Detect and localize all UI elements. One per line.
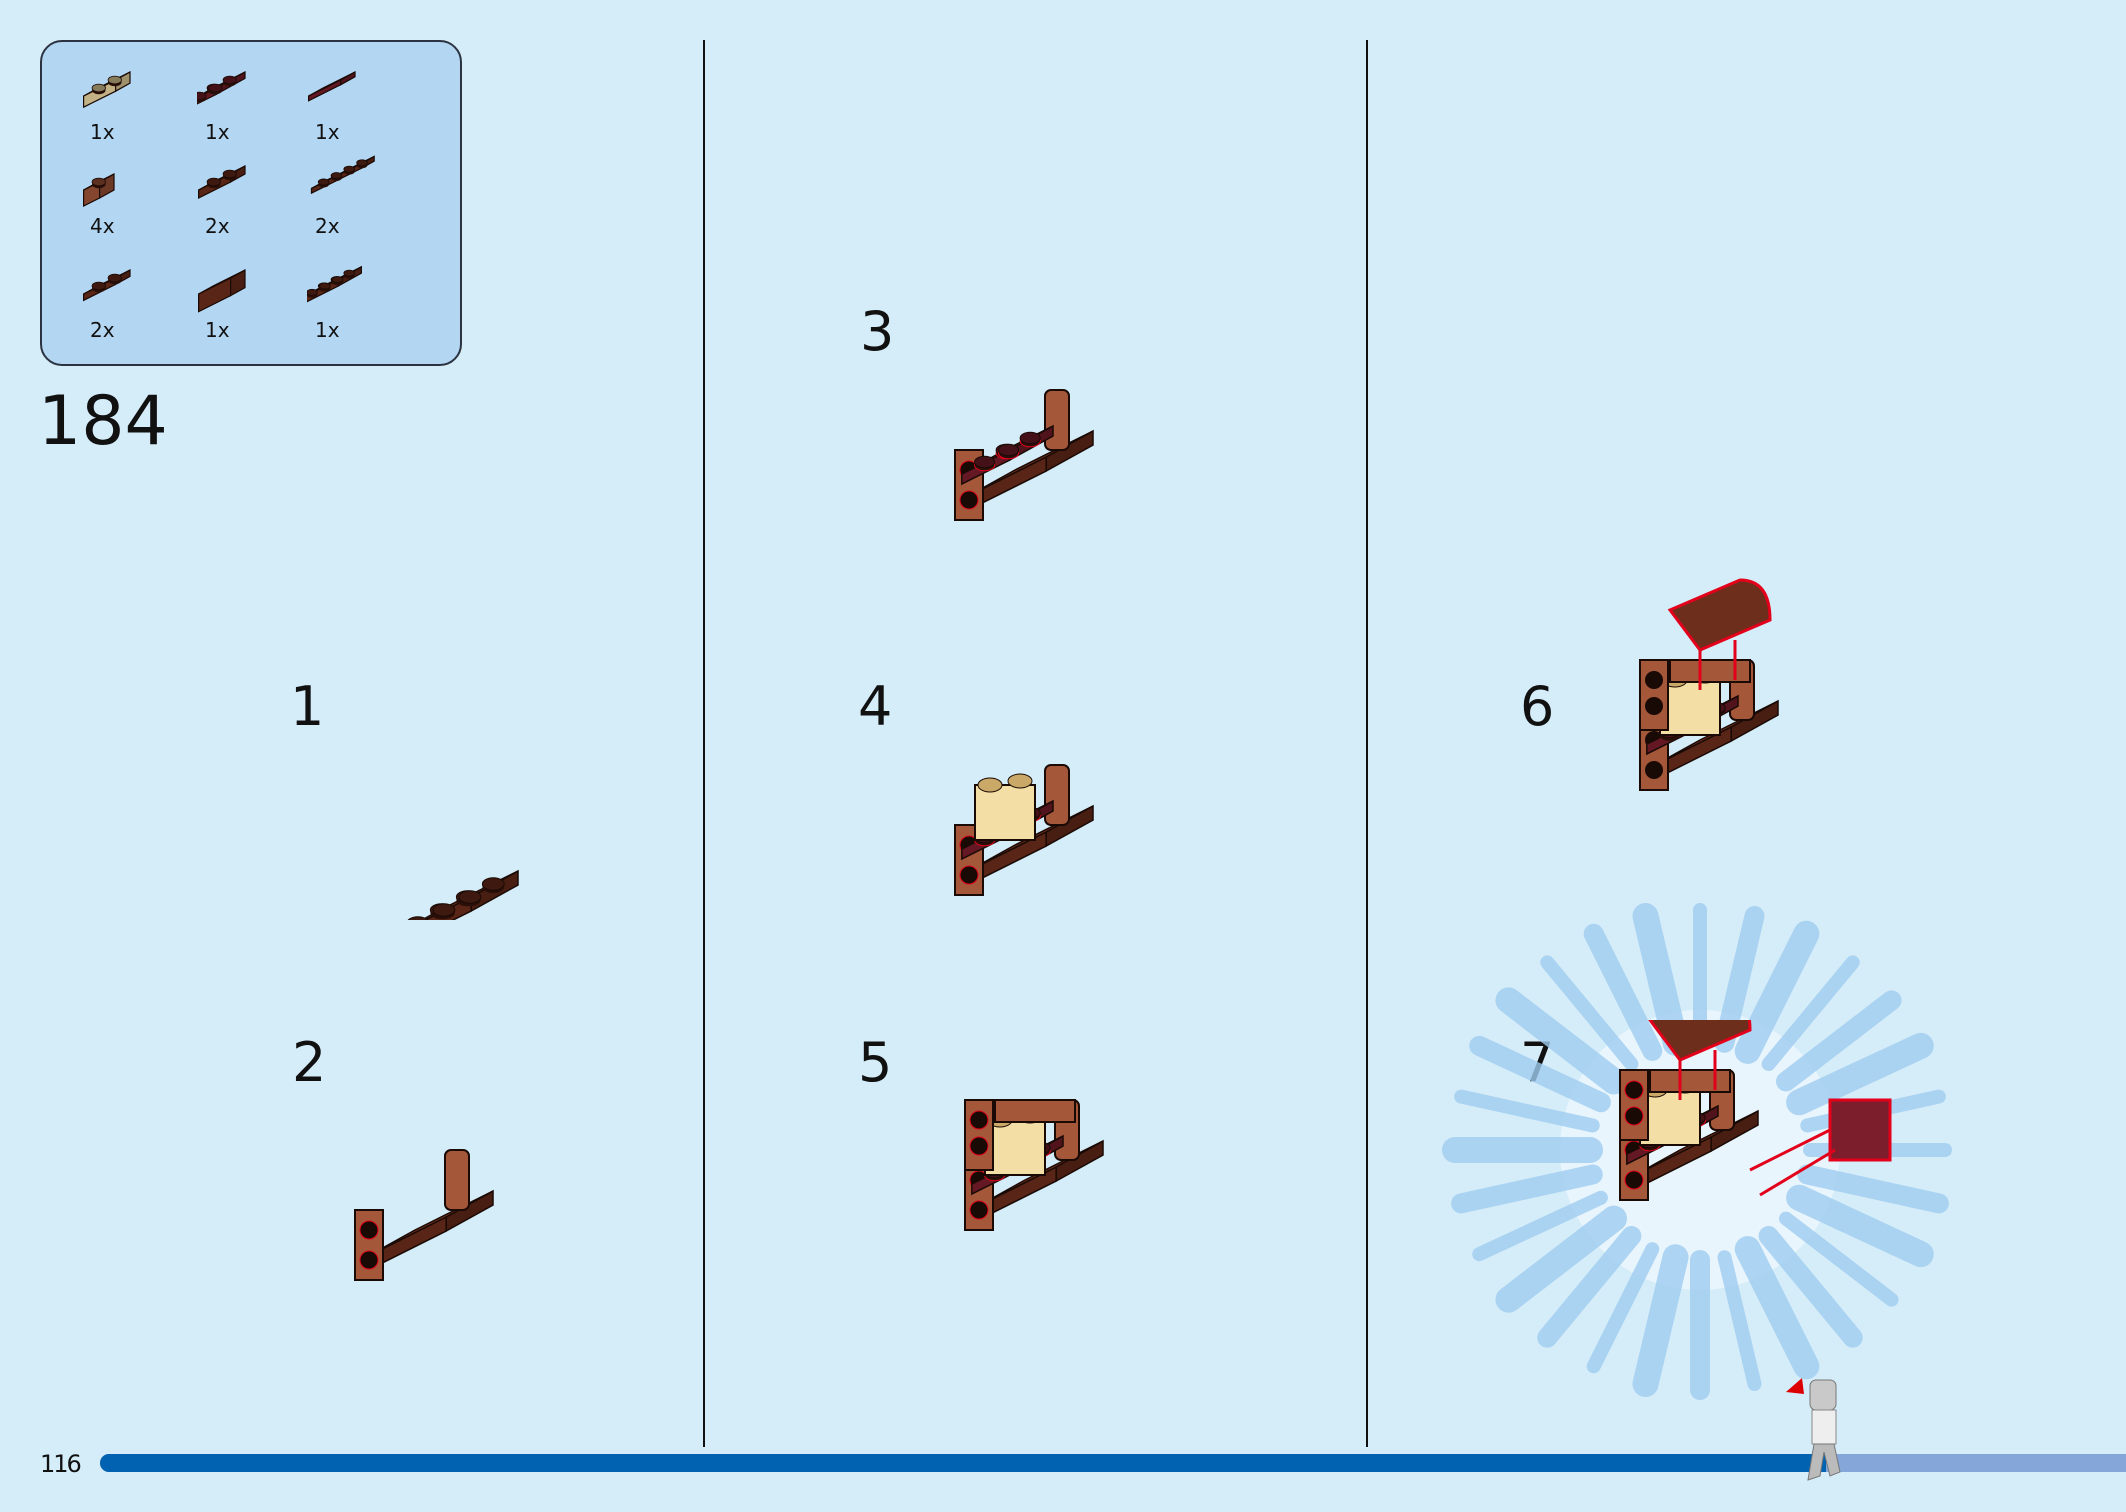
part-quantity: 1x	[90, 120, 115, 144]
knight-minifigure-icon	[1786, 1378, 1841, 1481]
burst-ray	[1540, 955, 1639, 1071]
step-number-3: 3	[860, 300, 895, 363]
part-quantity: 4x	[90, 214, 115, 238]
burst-ray	[1776, 990, 1902, 1092]
part-dark-red-tile-1x2: 1x	[307, 56, 417, 151]
step-5-model	[945, 1030, 1145, 1274]
part-quantity: 1x	[315, 120, 340, 144]
burst-ray	[1734, 1236, 1820, 1380]
build-step-number: 184	[38, 382, 168, 461]
burst-ray	[1632, 1244, 1689, 1397]
part-dark-red-plate-2x2: 1x	[197, 56, 307, 151]
part-quantity: 1x	[205, 120, 230, 144]
part-image	[83, 70, 131, 109]
part-quantity: 2x	[315, 214, 340, 238]
step-3-model	[935, 340, 1135, 534]
part-quantity: 1x	[315, 318, 340, 342]
model-image	[964, 1099, 1104, 1231]
page-number: 116	[40, 1450, 82, 1478]
model-image	[954, 389, 1094, 521]
progress-bar	[100, 1454, 2126, 1472]
step-number-2: 2	[292, 1031, 327, 1094]
burst-ray	[1454, 1089, 1600, 1133]
part-image	[310, 155, 375, 195]
burst-ray	[1779, 1211, 1899, 1307]
step-number-5: 5	[858, 1031, 893, 1094]
part-brown-plate-2x3: 1x	[307, 254, 417, 349]
burst-ray	[1786, 1184, 1934, 1268]
burst-ray	[1583, 923, 1663, 1061]
part-image	[83, 268, 131, 302]
part-brown-plate-1x2-rail: 2x	[82, 254, 192, 349]
burst-ray	[1786, 1032, 1934, 1116]
column-divider	[1366, 40, 1368, 1447]
burst-ray	[1469, 1035, 1611, 1113]
model-image	[392, 869, 519, 952]
part-image	[198, 268, 246, 313]
part-brown-curved-slope: 1x	[197, 254, 307, 349]
part-quantity: 2x	[90, 318, 115, 342]
part-brown-bracket-1x1: 4x	[82, 150, 192, 245]
part-quantity: 1x	[205, 318, 230, 342]
burst-ray	[1451, 1164, 1603, 1214]
model-image	[1619, 988, 1892, 1201]
burst-ray	[1717, 1250, 1762, 1391]
part-image	[197, 70, 246, 105]
burst-ray	[1586, 1242, 1660, 1374]
burst-ray	[1761, 955, 1860, 1071]
burst-ray	[1797, 1164, 1949, 1214]
column-divider	[703, 40, 705, 1447]
burst-ray	[1472, 1190, 1608, 1262]
part-quantity: 2x	[205, 214, 230, 238]
part-image	[307, 265, 362, 303]
step-4-model	[935, 715, 1135, 919]
model-image	[1639, 578, 1779, 791]
parts-list-panel: 1x 1x 1x 4x 2x 2x 2x 1x 1x	[40, 40, 462, 366]
step-2-model	[335, 1100, 535, 1294]
model-image	[954, 764, 1094, 896]
burst-ray	[1495, 987, 1627, 1095]
part-image	[308, 70, 356, 102]
part-image	[198, 164, 246, 199]
burst-ray	[1495, 1205, 1627, 1313]
part-tan-brick-1x2-log: 1x	[82, 56, 192, 151]
burst-ray	[1734, 920, 1820, 1064]
model-image	[354, 1149, 494, 1281]
burst-ray	[1537, 1226, 1642, 1348]
step-number-6: 6	[1520, 675, 1555, 738]
step-number-4: 4	[858, 675, 893, 738]
step-6-model	[1620, 540, 1840, 904]
burst-ray	[1758, 1226, 1863, 1348]
step-7-model	[1600, 988, 1900, 1344]
step-number-1: 1	[290, 675, 325, 738]
progress-fill	[100, 1454, 1826, 1472]
part-image	[83, 172, 115, 207]
step-1-model	[360, 780, 540, 952]
part-brown-bracket-1x2-inverted: 2x	[197, 150, 307, 245]
part-brown-plate-1x4-offset: 2x	[307, 150, 417, 245]
